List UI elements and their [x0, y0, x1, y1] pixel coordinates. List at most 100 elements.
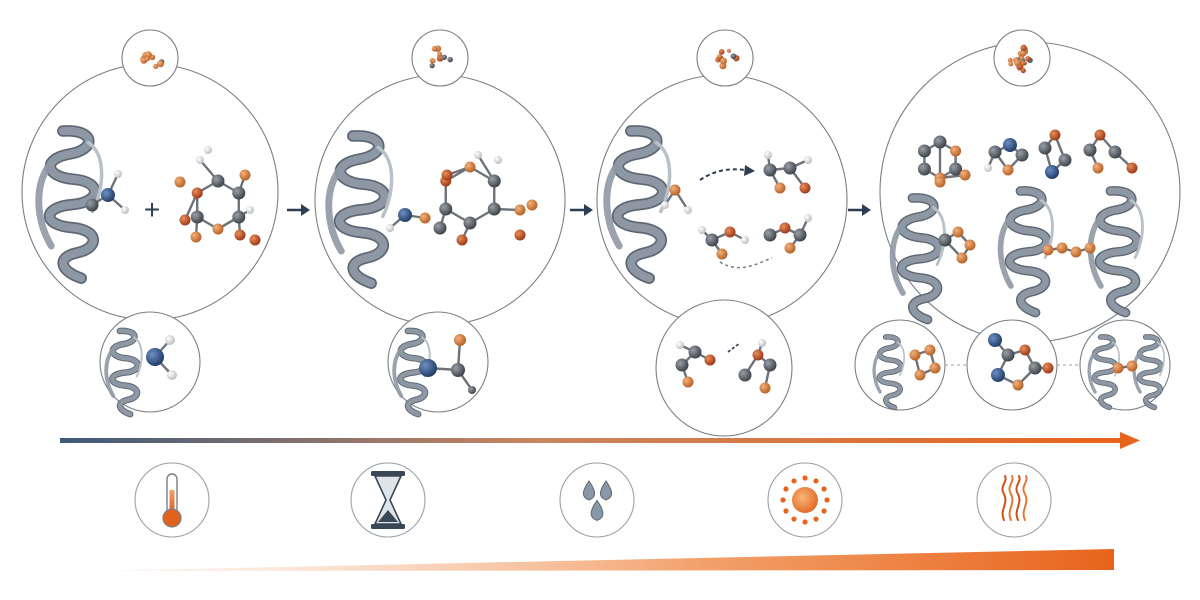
stage-1-inset-amine	[146, 335, 177, 380]
atom-O	[1019, 344, 1031, 356]
stage-2-amide	[386, 208, 431, 232]
atom-O	[1042, 362, 1054, 374]
protein-helix-strand	[1132, 351, 1142, 394]
atom-H	[246, 206, 254, 214]
atom-B	[157, 60, 164, 68]
atom-B	[950, 145, 962, 157]
atom-H	[196, 156, 204, 164]
atom-O	[179, 214, 191, 226]
arrow-head	[301, 204, 310, 216]
atom-C	[675, 358, 689, 372]
atom-H	[121, 206, 129, 214]
sun-ray	[780, 497, 786, 503]
stage-2-inset-protein	[392, 327, 431, 418]
stage-3-bottom-inset	[655, 299, 793, 437]
atom-B	[924, 344, 936, 356]
atom-C	[190, 210, 204, 224]
atom-H	[386, 224, 394, 232]
atom-B	[144, 56, 150, 62]
atom-C	[1001, 348, 1015, 362]
atom-B	[144, 51, 152, 59]
atom-N	[991, 368, 1005, 382]
atom-H	[167, 370, 177, 380]
stage-3-fragment-a	[763, 151, 812, 194]
atom-B	[774, 182, 786, 194]
stage-4-adduct-a	[938, 226, 976, 264]
atom-B	[964, 239, 976, 251]
atom-C	[763, 228, 777, 242]
atom-B	[1002, 164, 1014, 176]
stage-3-inset-arrow	[727, 342, 741, 353]
protein-helix-ribbon	[398, 328, 429, 417]
atom-C	[688, 345, 702, 359]
atom-C	[232, 210, 246, 224]
protein-helix-ribbon	[613, 126, 667, 283]
atom-C	[949, 162, 963, 176]
water-drops-icon	[559, 462, 635, 538]
protein-helix-ribbon	[1096, 187, 1140, 316]
heat-wave	[1015, 475, 1021, 521]
atom-B	[464, 161, 476, 173]
atom-O	[1126, 162, 1138, 174]
atom-B	[1007, 57, 1013, 63]
atom-C	[705, 233, 719, 247]
heat-wave	[1022, 475, 1028, 521]
atom-C	[468, 386, 476, 394]
atom-B	[1092, 162, 1104, 174]
atom-B	[431, 58, 436, 63]
water-drop	[582, 480, 596, 501]
atom-O	[514, 229, 526, 241]
arrow-head	[584, 204, 593, 216]
atom-B	[1056, 242, 1068, 254]
atom-H	[764, 151, 772, 159]
protein-helix-ribbon	[1137, 335, 1163, 410]
stage-2-atom-cluster	[429, 45, 453, 69]
atom-O	[441, 169, 453, 181]
arrow-head	[862, 204, 871, 216]
atom-H	[165, 335, 175, 345]
atom-B	[212, 223, 224, 235]
stage-2-circle	[314, 74, 566, 326]
atom-H	[804, 214, 812, 222]
atom-O	[249, 234, 261, 246]
atom-C	[730, 53, 737, 60]
stage-3-inset-fragment-b	[738, 339, 777, 394]
atom-O	[234, 229, 246, 241]
hourglass-base	[371, 524, 405, 529]
atom-B	[454, 334, 466, 346]
protein-helix-highlight	[1156, 341, 1165, 377]
stage-1-inset-protein	[104, 327, 143, 418]
stage-2-product-ring	[433, 151, 526, 246]
atom-C	[85, 198, 99, 212]
atom-C	[441, 54, 447, 60]
atom-B	[1070, 246, 1082, 258]
atom-B	[682, 376, 694, 388]
atom-B	[909, 349, 921, 361]
heat-wave	[1008, 475, 1014, 521]
atom-N	[398, 208, 412, 222]
sun-ray	[791, 478, 797, 484]
atom-C	[1038, 141, 1052, 155]
atom-O	[1049, 129, 1061, 141]
sun-ray	[824, 497, 830, 503]
atom-H	[984, 164, 992, 172]
atom-B	[526, 199, 538, 211]
atom-B	[726, 48, 731, 53]
atom-C	[211, 174, 225, 188]
sun-ray	[813, 516, 819, 522]
atom-C	[487, 202, 501, 216]
stage-2-inset-amide	[419, 334, 476, 394]
stage-2-arrow	[570, 204, 593, 216]
hourglass-glass	[373, 475, 403, 525]
atom-C	[933, 135, 947, 149]
protein-helix-strand	[35, 162, 55, 250]
progress-arrow	[60, 432, 1140, 449]
sun-ray	[821, 508, 827, 514]
atom-O	[724, 226, 736, 238]
atom-C	[429, 62, 435, 69]
atom-B	[956, 252, 968, 264]
atom-B	[952, 226, 964, 238]
stage-1-amine	[85, 170, 129, 214]
atom-H	[114, 170, 122, 178]
sun-ray	[791, 516, 797, 522]
